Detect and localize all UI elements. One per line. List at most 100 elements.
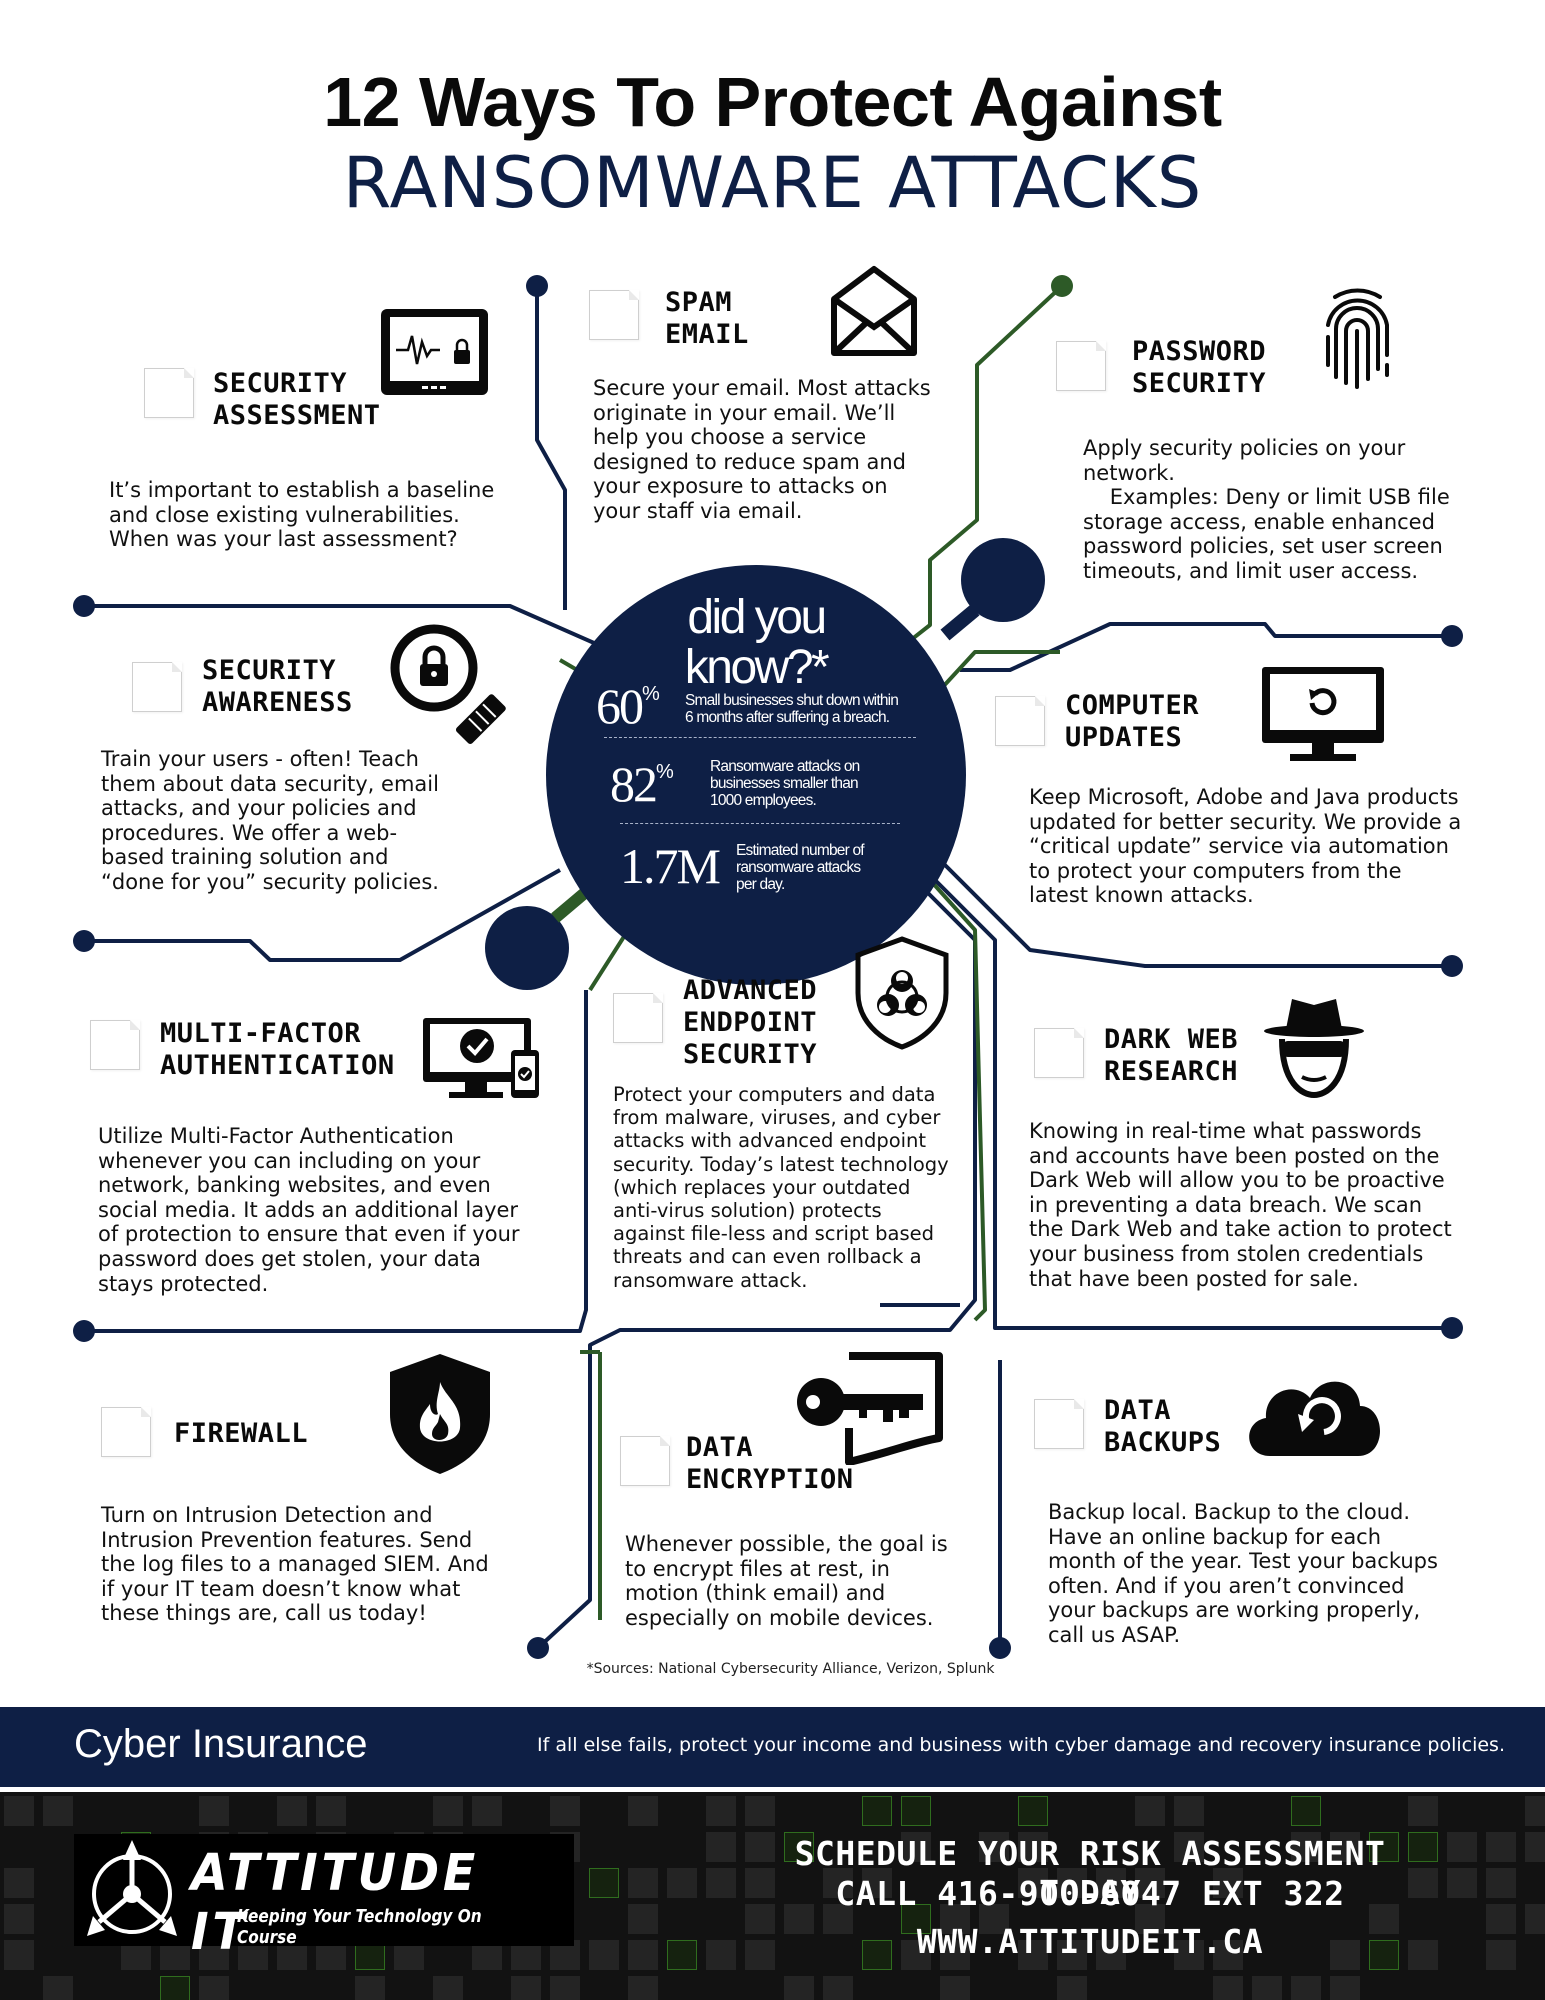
background-tile [160, 1976, 190, 2000]
background-tile [901, 1832, 931, 1862]
devices-check-icon [423, 1018, 539, 1098]
background-tile [1018, 1796, 1048, 1826]
background-tile [1174, 1832, 1204, 1862]
cta-schedule[interactable]: SCHEDULE YOUR RISK ASSESSMENT TODAY [794, 1834, 1386, 1912]
background-tile [1447, 1868, 1477, 1898]
checkbox[interactable] [589, 290, 639, 340]
background-tile [1291, 1832, 1321, 1862]
security-awareness-text: Train your users - often! Teach them abo… [101, 747, 439, 894]
background-tile [706, 1940, 736, 1970]
background-tile [1408, 1868, 1438, 1898]
background-tile [316, 1796, 346, 1826]
did-you-know-title: did you know?* [684, 591, 830, 694]
background-tile [628, 1904, 658, 1934]
backups-text: Backup local. Backup to the cloud. Have … [1048, 1500, 1438, 1647]
background-tile [940, 1976, 970, 2000]
computer-updates-text: Keep Microsoft, Adobe and Java products … [1029, 785, 1462, 908]
background-tile [901, 1940, 931, 1970]
background-tile [550, 1976, 580, 2000]
envelope-icon [831, 266, 917, 356]
cloud-refresh-icon [1249, 1381, 1380, 1456]
checkbox[interactable] [144, 368, 194, 418]
stat-divider [604, 737, 916, 738]
background-tile [1096, 1868, 1126, 1898]
stat-value: 82% [610, 756, 674, 812]
page-subtitle: RANSOMWARE ATTACKS [342, 142, 1203, 224]
background-tile [1369, 1940, 1399, 1970]
background-tile [1057, 1868, 1087, 1898]
background-tile [1174, 1796, 1204, 1826]
background-tile [1408, 1796, 1438, 1826]
background-tile [1252, 1976, 1282, 2000]
background-tile [1486, 1940, 1516, 1970]
background-tile [784, 1976, 814, 2000]
background-tile [199, 1976, 229, 2000]
background-tile [862, 1940, 892, 1970]
spy-icon [1264, 999, 1364, 1099]
background-tile [1057, 1976, 1087, 2000]
cta-website[interactable]: WWW.ATTITUDEIT.CA [916, 1922, 1264, 1961]
background-tile [1369, 1832, 1399, 1862]
sources-footnote: *Sources: National Cybersecurity Allianc… [586, 1661, 995, 1677]
background-tile [1135, 1904, 1165, 1934]
company-logo[interactable]: ATTITUDE IT Keeping Your Technology On C… [74, 1834, 574, 1962]
background-tile [1330, 1832, 1360, 1862]
endpoint-security-text: Protect your computers and data from mal… [613, 1083, 949, 1292]
stat-value: 60% [596, 678, 660, 734]
background-tile [1174, 1940, 1204, 1970]
cta-phone[interactable]: CALL 416-900-6047 EXT 322 [835, 1874, 1345, 1913]
fire-shield-icon [390, 1354, 490, 1474]
page-title: 12 Ways To Protect Against [323, 63, 1222, 141]
checkbox[interactable] [613, 993, 663, 1043]
background-tile [745, 1904, 775, 1934]
background-tile [862, 1868, 892, 1898]
logo-tagline: Keeping Your Technology On Course [237, 1906, 482, 1948]
key-file-icon [797, 1352, 943, 1465]
checkbox[interactable] [90, 1020, 140, 1070]
background-tile [667, 1940, 697, 1970]
background-tile [1408, 1940, 1438, 1970]
background-tile [940, 1940, 970, 1970]
background-tile [1525, 1832, 1545, 1862]
magnifier-lock-icon [390, 624, 506, 745]
checkbox[interactable] [132, 662, 182, 712]
checkbox[interactable] [1034, 1028, 1084, 1078]
background-tile [745, 1832, 775, 1862]
spam-email-text: Secure your email. Most attacks originat… [593, 376, 931, 523]
firewall-heading: FIREWALL [174, 1418, 309, 1449]
background-tile [1486, 1868, 1516, 1898]
checkbox[interactable] [1034, 1399, 1084, 1449]
biohazard-shield-icon [855, 936, 949, 1050]
background-tile [550, 1796, 580, 1826]
checkbox[interactable] [1056, 341, 1106, 391]
background-tile [823, 1976, 853, 2000]
encryption-text: Whenever possible, the goal is to encryp… [625, 1532, 948, 1630]
background-tile [901, 1904, 931, 1934]
background-tile [745, 1796, 775, 1826]
background-tile [823, 1904, 853, 1934]
background-tile [1057, 1940, 1087, 1970]
background-tile [4, 1904, 34, 1934]
background-tile [1447, 1832, 1477, 1862]
background-tile [1213, 1976, 1243, 2000]
background-tile [901, 1796, 931, 1826]
cyber-insurance-title: Cyber Insurance [74, 1722, 368, 1766]
monitor-refresh-icon [1262, 667, 1384, 761]
background-tile [628, 1976, 658, 2000]
checkbox[interactable] [101, 1407, 151, 1457]
background-tile [1018, 1940, 1048, 1970]
checkbox[interactable] [620, 1436, 670, 1486]
logo-name: ATTITUDE IT [191, 1844, 480, 1962]
stat-value: 1.7M [620, 838, 721, 894]
checkbox[interactable] [995, 696, 1045, 746]
security-assessment-text: It’s important to establish a baseline a… [109, 478, 495, 552]
